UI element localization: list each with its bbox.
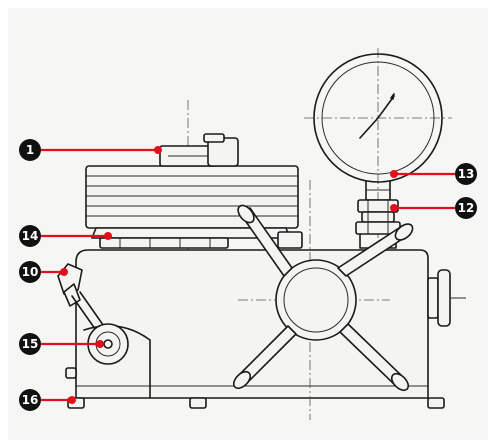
callout-badges: 1 13 12 14 10 15 16: [19, 139, 477, 411]
callout-badge-1: 1: [19, 139, 41, 161]
callout-badge-14: 14: [19, 225, 41, 247]
gauge-connection: [355, 199, 401, 249]
callout-dot-13: [390, 170, 398, 178]
callout-badge-16: 16: [19, 389, 41, 411]
handwheel: [232, 180, 414, 420]
base-bolt: [65, 367, 77, 379]
svg-text:1: 1: [26, 143, 34, 157]
callout-dot-10: [60, 268, 68, 276]
svg-text:16: 16: [22, 393, 39, 407]
callout-badge-13: 13: [455, 163, 477, 185]
svg-text:14: 14: [22, 229, 39, 243]
callout-dot-1: [154, 146, 162, 154]
callout-badge-10: 10: [19, 261, 41, 283]
callout-dot-14: [104, 232, 112, 240]
svg-text:10: 10: [22, 265, 39, 279]
pressure-gauge: [304, 48, 452, 240]
callout-badge-15: 15: [19, 333, 41, 355]
callout-dot-16: [68, 396, 76, 404]
main-body: [67, 249, 445, 409]
callout-dot-12: [390, 204, 398, 212]
callout-badge-12: 12: [455, 197, 477, 219]
callout-dot-15: [96, 340, 104, 348]
svg-text:15: 15: [22, 337, 39, 351]
svg-text:13: 13: [458, 167, 475, 181]
side-handle: [427, 269, 466, 327]
svg-text:12: 12: [458, 201, 475, 215]
callout-lines: [40, 146, 456, 404]
